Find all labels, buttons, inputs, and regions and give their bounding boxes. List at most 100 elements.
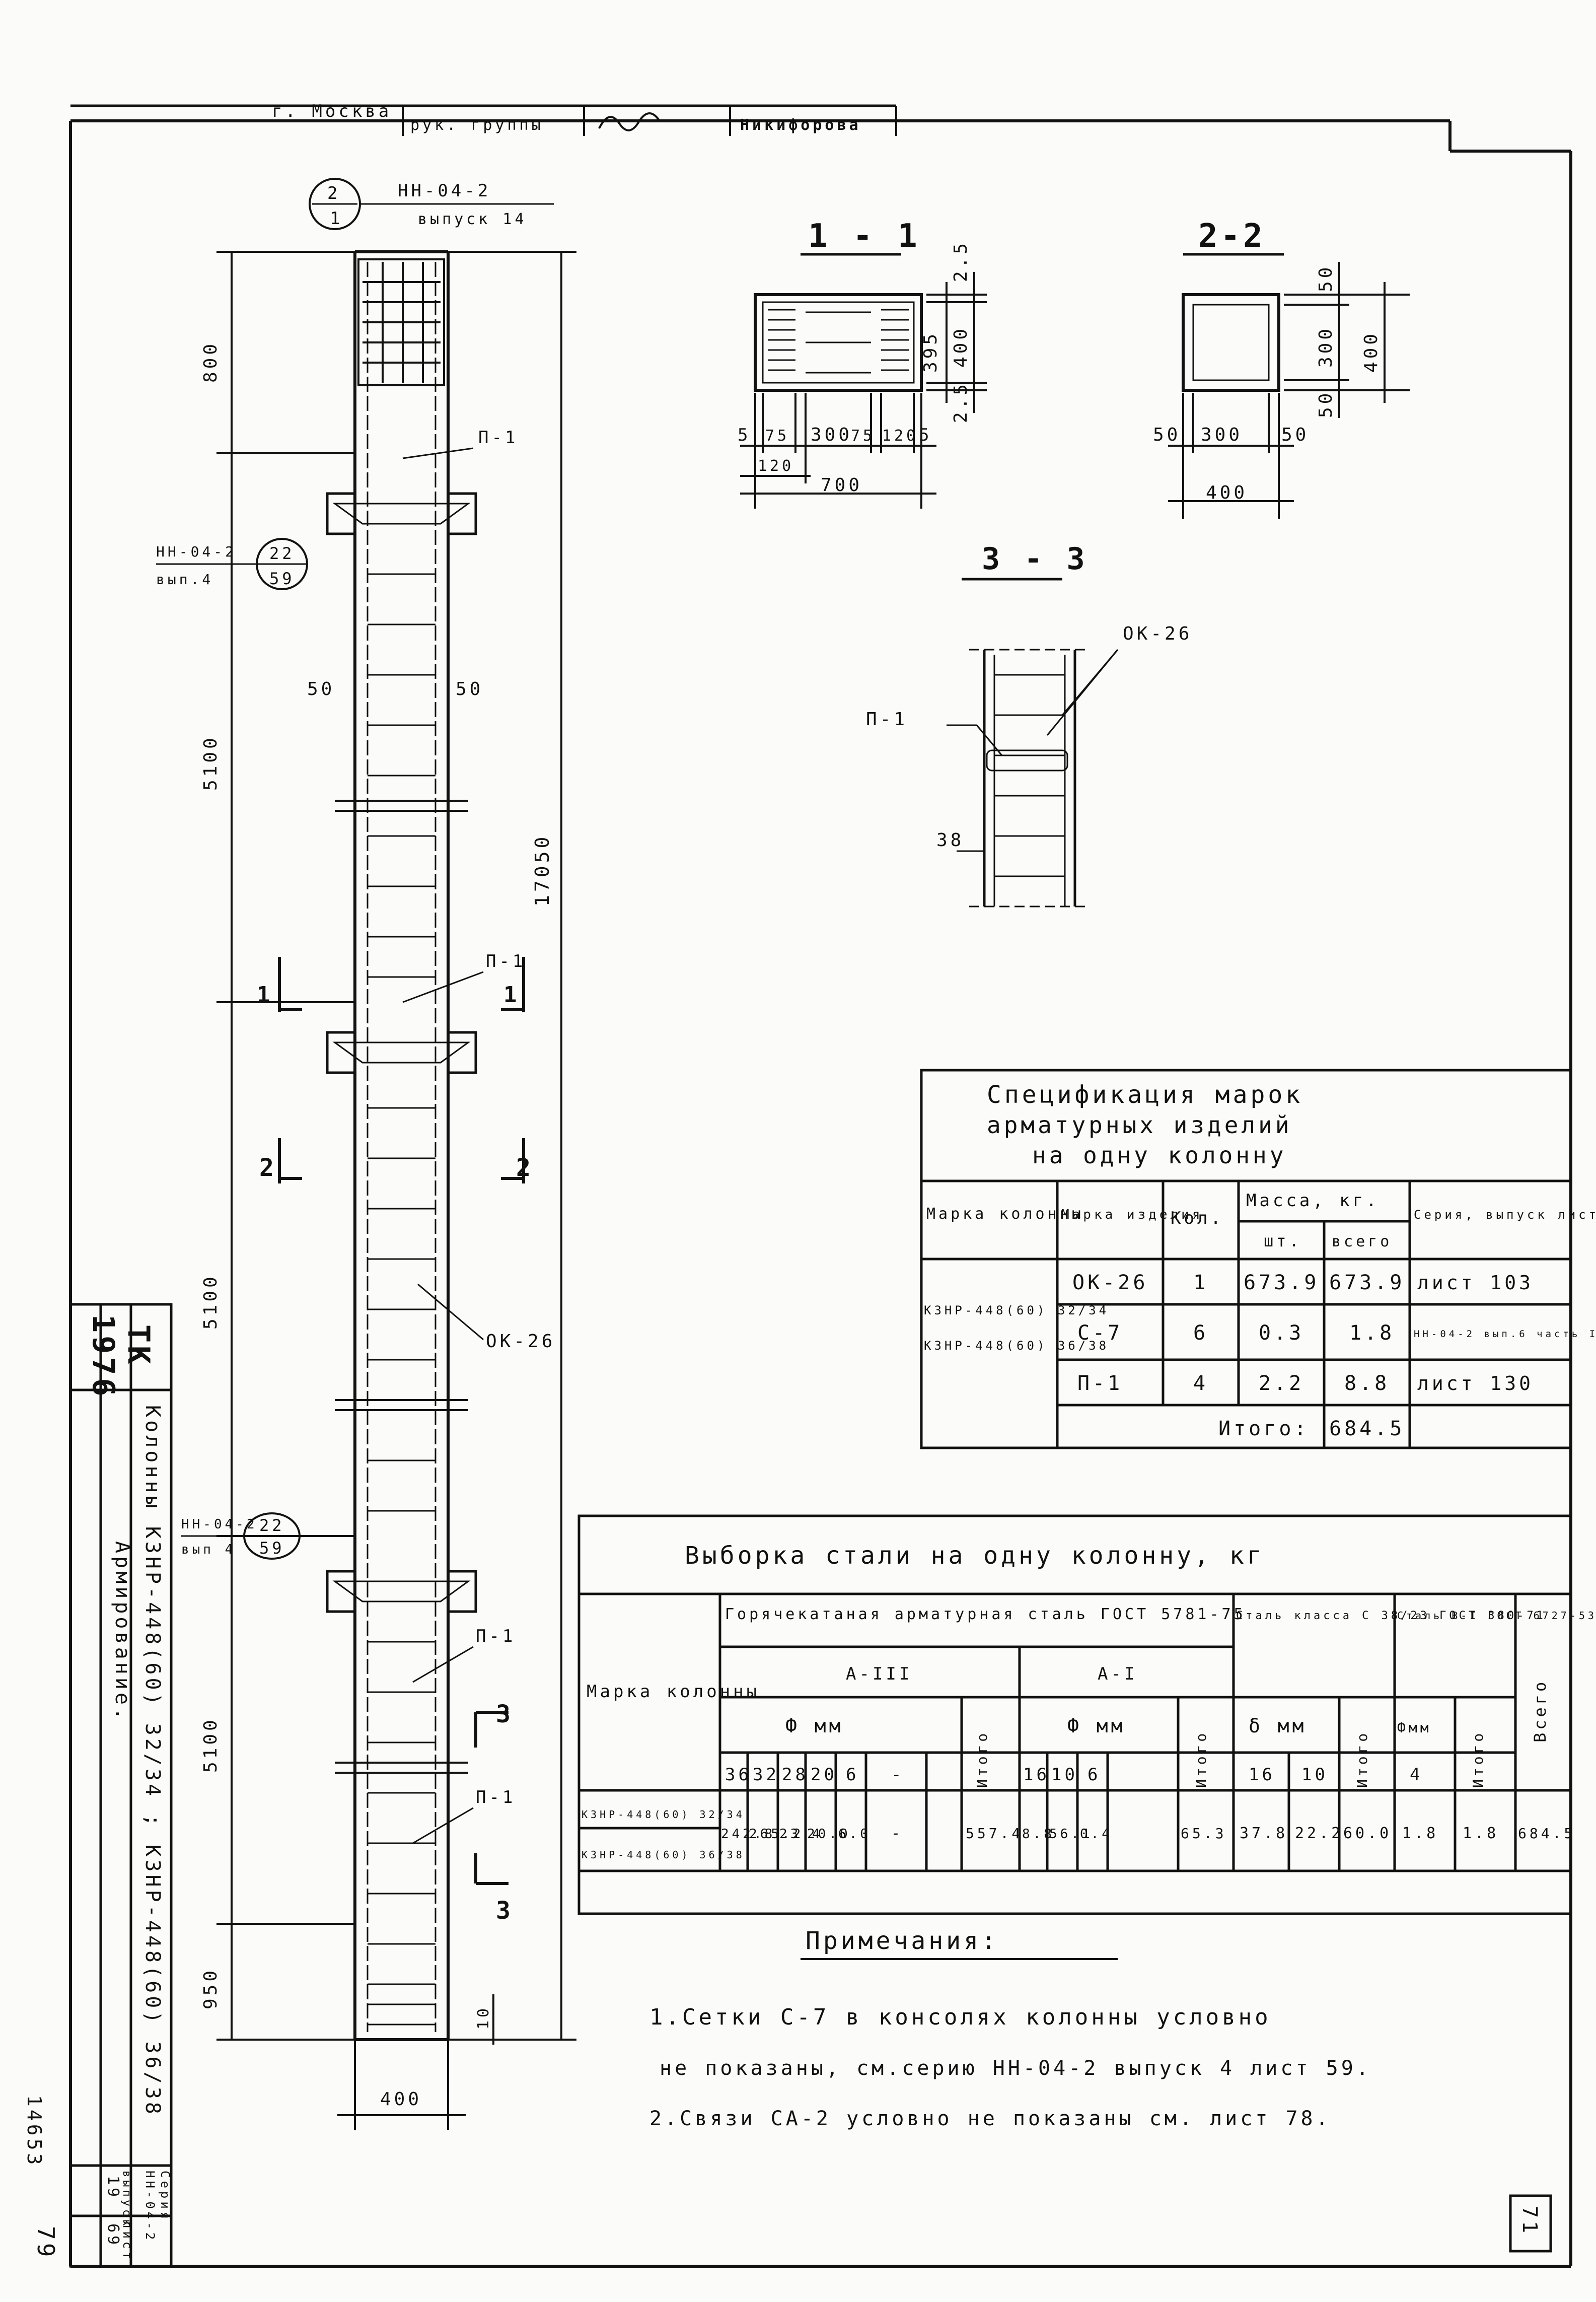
spec-col-mark-1: КЗНР-448(60) 32/34 <box>924 1303 1109 1317</box>
d-a1-0: 16 <box>1023 1765 1050 1785</box>
ref-bubble-low: 22 59 НН-04-2 вып 4 <box>181 1512 302 1560</box>
svg-text:НН-04-2: НН-04-2 <box>398 181 491 201</box>
svg-text:59: 59 <box>269 569 295 588</box>
d-a1-1: 10 <box>1051 1765 1078 1785</box>
v-itogo-a1: 65.3 <box>1181 1825 1226 1842</box>
spec-sum-value: 684.5 <box>1329 1417 1405 1440</box>
d-a3-1: 32 <box>753 1765 779 1785</box>
section-3-3-p1: П-1 <box>866 709 908 730</box>
spec-h-mark-item: Марка изделия <box>1061 1207 1203 1222</box>
d-a3-3: 20 <box>811 1765 837 1785</box>
tb-year: 1976 <box>86 1314 121 1400</box>
spec-col-mark-2: КЗНР-448(60) 36/38 <box>924 1339 1109 1353</box>
svg-text:выпуск 14: выпуск 14 <box>418 211 527 228</box>
svg-text:22: 22 <box>269 544 295 563</box>
v-itogo-a3: 557.4 <box>966 1825 1023 1842</box>
spec-row2-series: НН-04-2 вып.6 часть II <box>1414 1329 1596 1340</box>
section-2-left: 2 <box>259 1154 277 1182</box>
spec-row1-series: лист 103 <box>1417 1272 1534 1294</box>
spec-row3-each: 2.2 <box>1259 1372 1304 1395</box>
dim-5100-a: 5100 <box>200 735 221 791</box>
svg-text:2.5: 2.5 <box>951 240 971 282</box>
spec-row1-qty: 1 <box>1193 1271 1208 1294</box>
spec-h-qty: Кол. <box>1171 1208 1224 1228</box>
section-2-2-title: 2-2 <box>1198 218 1266 255</box>
leaders <box>402 447 484 1844</box>
v-cl-1: 22.2 <box>1295 1825 1343 1842</box>
v-a1-2: 0.4 <box>1080 1827 1113 1842</box>
section-3-3: 3 - 3 ОК-26 П-1 38 <box>866 541 1192 908</box>
v-itogo-cl: 60.0 <box>1343 1825 1392 1842</box>
section-3-bottom: 3 <box>496 1897 514 1925</box>
d-cl-1: 10 <box>1301 1765 1328 1785</box>
spec-sum-label: Итого: <box>1218 1417 1310 1440</box>
spec-row2-each: 0.3 <box>1259 1321 1304 1345</box>
steel-h-phimm: Фмм <box>1397 1719 1432 1736</box>
d-a3-0: 36 <box>725 1765 752 1785</box>
tb-page-no: 79 <box>32 2226 59 2260</box>
spec-h-mark-col: Марка колонны <box>926 1205 1084 1223</box>
svg-text:2.5: 2.5 <box>951 381 971 423</box>
column-head-hatch <box>362 262 441 383</box>
spec-row3-series: лист 130 <box>1417 1372 1534 1394</box>
dim-chain-left <box>216 251 355 2041</box>
steel-h-delta: δ мм <box>1249 1715 1307 1737</box>
spec-row1-total: 673.9 <box>1329 1271 1405 1294</box>
header-strip: г. Москва рук. группы Никифорова <box>70 101 897 136</box>
steel-title: Выборка стали на одну колонну, кг <box>685 1542 1265 1570</box>
svg-text:395: 395 <box>920 331 941 373</box>
dim-5100-b: 5100 <box>200 1274 221 1330</box>
steel-h-itogo-w: Итого <box>1470 1730 1486 1788</box>
ref-bubble-mid: 22 59 НН-04-2 вып.4 <box>156 538 308 590</box>
dim-950: 950 <box>200 1968 221 2009</box>
tb-issue-h: выпуск <box>120 2171 133 2228</box>
notes-title: Примечания: <box>806 1927 999 1955</box>
svg-text:700: 700 <box>821 475 862 496</box>
dim-17050: 17050 <box>531 834 553 906</box>
header-role: рук. группы <box>410 116 544 134</box>
svg-text:вып 4: вып 4 <box>181 1542 236 1557</box>
v-w-0: 1.8 <box>1402 1825 1438 1842</box>
steel-h-a3: А-III <box>846 1664 912 1684</box>
section-3-3-38: 38 <box>936 830 964 851</box>
spec-row2-qty: 6 <box>1193 1321 1208 1345</box>
dim-800: 800 <box>200 341 221 383</box>
steel-h-phi-a3: Ф мм <box>785 1715 844 1737</box>
svg-text:НН-04-2: НН-04-2 <box>181 1517 258 1532</box>
section-3-3-title: 3 - 3 <box>982 541 1088 577</box>
svg-text:300: 300 <box>1316 326 1336 368</box>
spec-row1-item: ОК-26 <box>1072 1271 1148 1294</box>
console-upper <box>326 492 477 535</box>
column-breaks <box>335 800 468 1774</box>
steel-h-wire: Сталь В-I ГОСТ 6727-53* <box>1397 1610 1596 1622</box>
tb-title-2: Армирование. <box>111 1541 134 1723</box>
section-2-right: 2 <box>516 1154 534 1182</box>
label-p1-d: П-1 <box>476 1787 516 1807</box>
tb-archive-no: 14653 <box>23 2095 45 2168</box>
v-a3-2: 23.4 <box>779 1827 823 1842</box>
column-bars <box>367 262 437 2032</box>
steel-row-mark-2: КЗНР-448(60) 36/38 <box>582 1849 745 1861</box>
svg-text:75: 75 <box>851 427 875 445</box>
spec-row2-total: 1.8 <box>1349 1321 1395 1345</box>
v-a1-1: 56.1 <box>1049 1827 1093 1842</box>
section-3-top: 3 <box>496 1700 514 1728</box>
svg-text:59: 59 <box>259 1539 285 1558</box>
section-3-3-ok26: ОК-26 <box>1123 623 1192 644</box>
spec-table: Спецификация марок арматурных изделий на… <box>920 1069 1596 1449</box>
steel-h-all: Всего <box>1531 1679 1550 1742</box>
notes: Примечания: 1.Сетки С-7 в консолях колон… <box>649 1927 1368 2130</box>
v-itogo-w: 1.8 <box>1463 1825 1499 1842</box>
column-stirrups <box>368 573 436 2026</box>
header-signature <box>598 112 690 131</box>
spec-h-mass: Масса, кг. <box>1246 1191 1380 1211</box>
d-cl-0: 16 <box>1249 1765 1275 1785</box>
spec-h-total: всего <box>1332 1233 1392 1250</box>
dim-400: 400 <box>380 2089 422 2110</box>
console-lower <box>326 1570 477 1613</box>
steel-h-itogo-a1: Итого <box>1193 1730 1209 1788</box>
header-name: Никифорова <box>740 116 861 134</box>
svg-text:вып.4: вып.4 <box>156 571 213 588</box>
steel-h-a1: А-I <box>1098 1664 1137 1684</box>
v-cl-0: 37.8 <box>1240 1825 1288 1842</box>
